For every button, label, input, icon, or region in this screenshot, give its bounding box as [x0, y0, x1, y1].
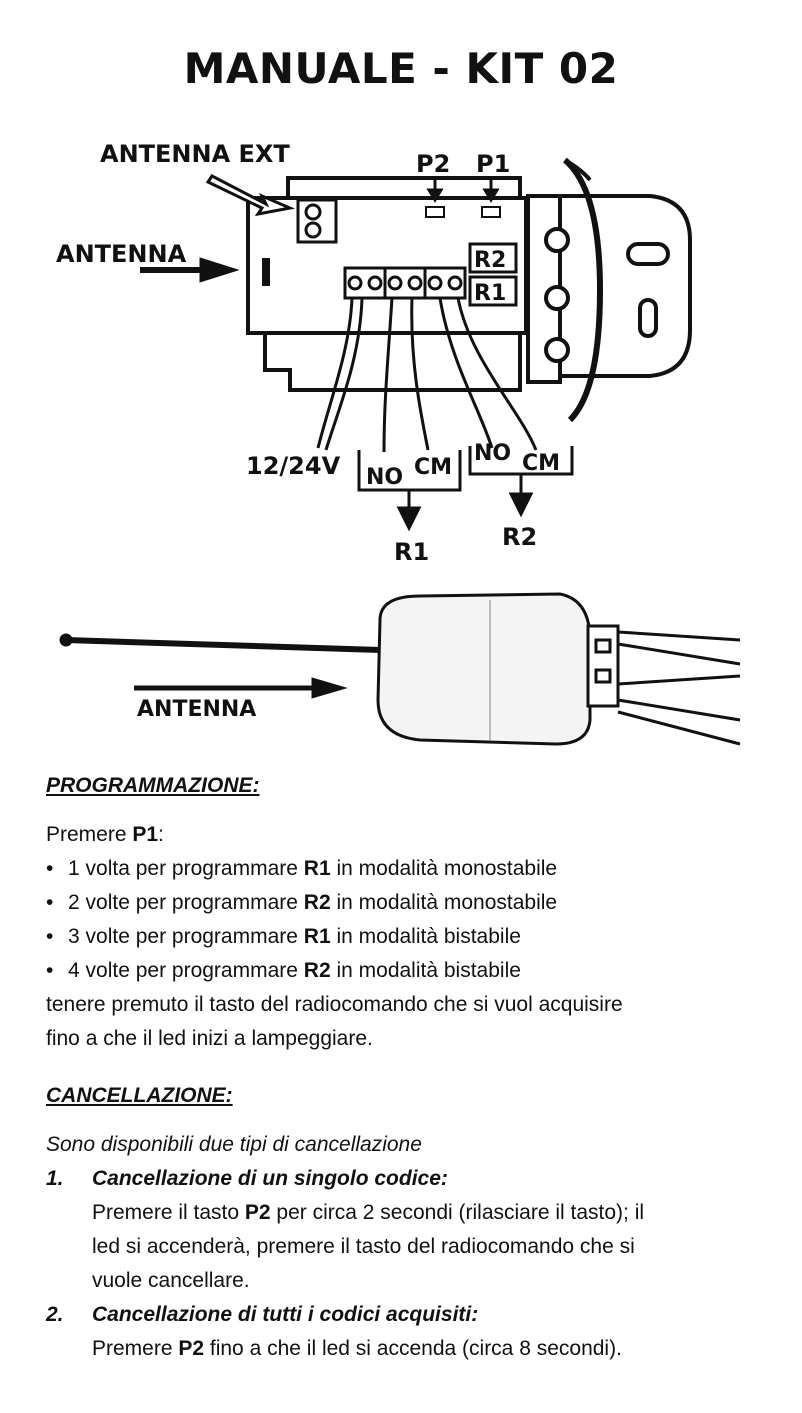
step-2-line-1: Premere P2 fino a che il led si accenda …: [92, 1337, 622, 1360]
led-indicator: [262, 258, 270, 286]
p1-button: [481, 206, 501, 218]
programmazione-outro-1: tenere premuto il tasto del radiocomando…: [46, 993, 623, 1016]
r2-output-label: R2: [502, 523, 537, 551]
r1-box-label: R1: [474, 281, 506, 306]
antenna-label-2: ANTENNA: [137, 697, 256, 722]
bracket-holes: [544, 227, 670, 363]
cancellazione-heading: CANCELLAZIONE:: [46, 1084, 233, 1107]
programmazione-outro-2: fino a che il led inizi a lampeggiare.: [46, 1027, 373, 1050]
programmazione-heading: PROGRAMMAZIONE:: [46, 774, 260, 797]
step-1-line-2: led si accenderà, premere il tasto del r…: [92, 1235, 635, 1258]
terminal-block: [343, 266, 467, 300]
no-label-r2: NO: [474, 441, 511, 466]
programmazione-intro: Premere P1:: [46, 823, 164, 846]
p2-label: P2: [416, 150, 450, 178]
r2-box-label: R2: [474, 248, 506, 273]
list-item: •1 volta per programmare R1 in modalità …: [46, 857, 558, 880]
cancellazione-intro: Sono disponibili due tipi di cancellazio…: [46, 1133, 422, 1156]
cm-label-r2: CM: [522, 451, 560, 476]
no-label-r1: NO: [366, 465, 403, 490]
list-item: •2 volte per programmare R2 in modalità …: [46, 891, 558, 914]
step-1-line-1: Premere il tasto P2 per circa 2 secondi …: [92, 1201, 645, 1224]
step-1-line-3: vuole cancellare.: [92, 1269, 250, 1292]
wires: [316, 297, 538, 453]
antenna-arrow-2: [134, 677, 348, 699]
antenna-ext-terminal: [296, 198, 338, 244]
step-2-title: 2.Cancellazione di tutti i codici acquis…: [46, 1303, 479, 1326]
programmazione-section: PROGRAMMAZIONE: Premere P1: •1 volta per…: [46, 774, 766, 1056]
list-item: •4 volte per programmare R2 in modalità …: [46, 959, 521, 982]
page-title: MANUALE - KIT 02: [183, 44, 619, 93]
p1-label: P1: [476, 150, 510, 178]
step-1-title: 1.Cancellazione di un singolo codice:: [46, 1167, 448, 1190]
cm-label-r1: CM: [414, 455, 452, 480]
antenna-arrow: [140, 257, 240, 283]
p2-button: [425, 206, 445, 218]
r1-output-label: R1: [394, 538, 429, 566]
list-item: •3 volte per programmare R1 in modalità …: [46, 925, 521, 948]
cancellazione-section: CANCELLAZIONE: Sono disponibili due tipi…: [46, 1084, 766, 1366]
antenna-ext-label: ANTENNA EXT: [100, 140, 290, 168]
voltage-label: 12/24V: [246, 452, 341, 480]
antenna-ext-arrow: [205, 174, 296, 217]
receiver-capsule: [59, 592, 741, 746]
antenna-label: ANTENNA: [56, 240, 187, 268]
wiring-diagram: ANTENNA EXT ANTENNA P2 P1 R2 R1 12/24V N…: [56, 140, 741, 746]
receiver-module: [246, 157, 692, 423]
